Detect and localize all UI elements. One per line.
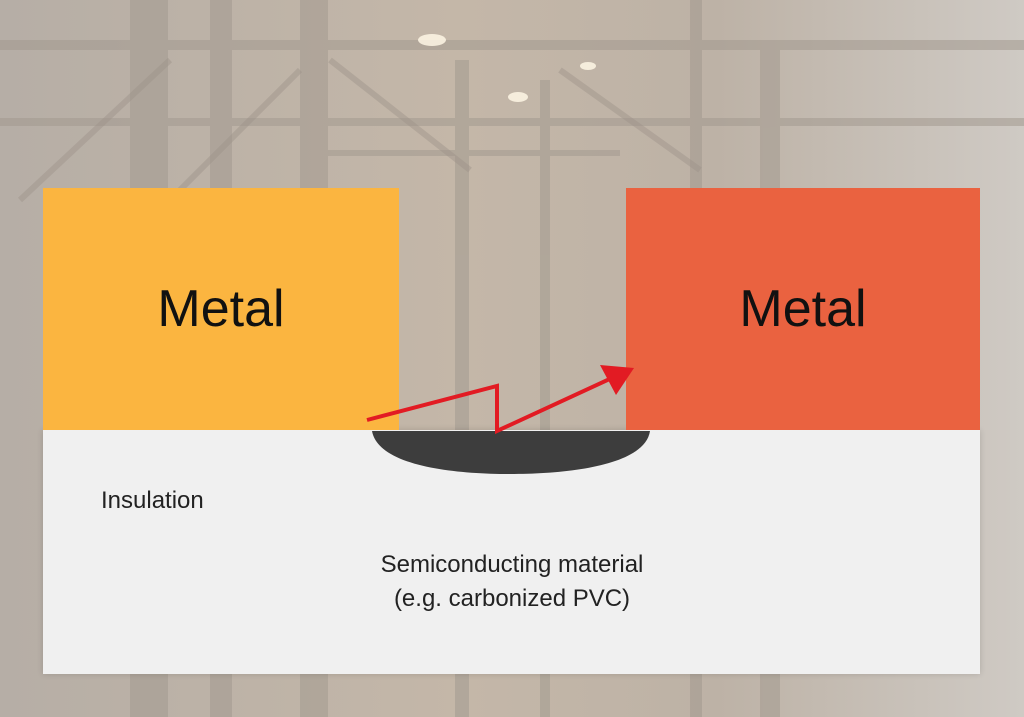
- semiconducting-label-line1: Semiconducting material: [380, 551, 644, 578]
- metal-left-label: Metal: [157, 280, 285, 338]
- semiconducting-label-line2: (e.g. carbonized PVC): [393, 585, 631, 612]
- semiconducting-material-label: Semiconducting material (e.g. carbonized…: [312, 548, 712, 616]
- metal-block-right: Metal: [626, 188, 980, 430]
- insulation-label: Insulation: [101, 487, 204, 514]
- metal-right-label: Metal: [739, 280, 867, 338]
- metal-block-left: Metal: [43, 188, 399, 430]
